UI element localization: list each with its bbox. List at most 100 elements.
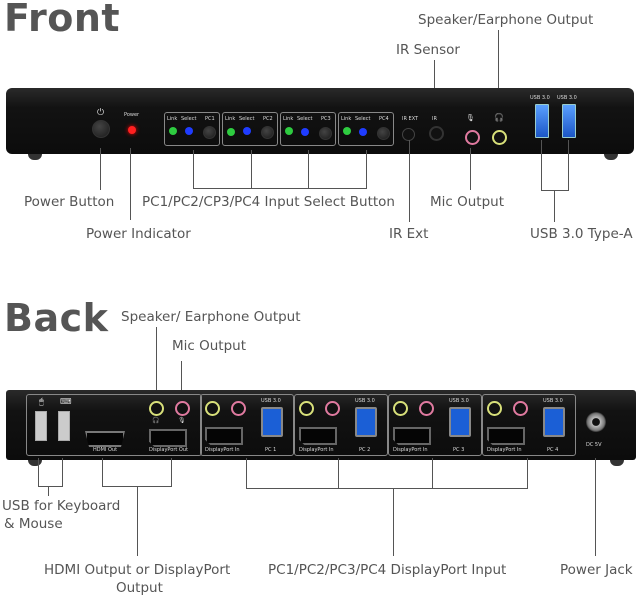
select-led: [301, 128, 309, 136]
select-label: Select: [181, 116, 197, 122]
leader-line: [409, 140, 410, 222]
leader-line: [246, 488, 528, 489]
leader-line: [130, 148, 131, 220]
pc-label: PC1: [205, 116, 215, 122]
pc3-select-button[interactable]: [319, 127, 332, 140]
callout-mic-output-back: Mic Output: [172, 338, 247, 354]
leader-line: [541, 190, 569, 191]
leader-line: [308, 150, 309, 188]
power-jack: [586, 412, 606, 432]
pc2-usb-b-port: [355, 407, 377, 437]
leader-line: [38, 486, 63, 487]
pc3-input-group: USB 3.0 DisplayPort In PC 3: [388, 394, 482, 456]
callout-input-select-button: PC1/PC2/CP3/PC4 Input Select Button: [142, 194, 395, 210]
link-led: [285, 127, 293, 135]
power-button[interactable]: [92, 120, 110, 138]
mic-port: [325, 401, 340, 416]
leader-line: [366, 150, 367, 188]
select-label: Select: [239, 116, 255, 122]
link-led: [227, 128, 235, 136]
leader-line: [434, 60, 435, 100]
callout-usb-keyboard-mouse-1: USB for Keyboard: [2, 498, 121, 514]
mic-port: [419, 401, 434, 416]
usb-label: USB 3.0: [530, 95, 550, 101]
leader-line: [338, 458, 339, 488]
select-label: Select: [297, 116, 313, 122]
pc1-select-button[interactable]: [203, 126, 216, 139]
pc-label: PC2: [263, 116, 273, 122]
mouse-icon: 🖱: [39, 397, 44, 406]
leader-line: [171, 458, 172, 486]
pc4-usb-b-port: [543, 407, 565, 437]
callout-power-indicator: Power Indicator: [86, 226, 191, 242]
usb-3-port-1: [535, 104, 549, 138]
pc-label: PC 3: [453, 447, 465, 453]
headphone-icon: 🎧: [494, 113, 504, 122]
front-device-panel: ⏻ Power Link Select PC1 Link Select PC2 …: [6, 88, 634, 154]
usb-label: USB 3.0: [557, 95, 577, 101]
input-group-pc1: Link Select PC1: [164, 112, 220, 146]
select-led: [185, 127, 193, 135]
pc4-select-button[interactable]: [377, 127, 390, 140]
speaker-port: [393, 401, 408, 416]
pc3-usb-b-port: [449, 407, 471, 437]
power-label: Power: [124, 112, 140, 118]
leader-line: [251, 150, 252, 188]
link-label: Link: [283, 116, 294, 122]
front-title: Front: [4, 0, 121, 40]
mic-icon: 🎙: [466, 114, 475, 122]
callout-ir-ext: IR Ext: [389, 226, 429, 242]
input-group-pc3: Link Select PC3: [280, 112, 336, 146]
pc2-input-group: USB 3.0 DisplayPort In PC 2: [294, 394, 388, 456]
pc-label: PC 4: [547, 447, 559, 453]
speaker-port: [492, 130, 507, 145]
leader-line: [181, 361, 182, 393]
link-label: Link: [225, 116, 236, 122]
displayport-out-label: DisplayPort Out: [149, 447, 188, 453]
pc3-displayport-in: [393, 427, 431, 445]
headphone-icon: 🎧: [152, 417, 160, 424]
leader-line: [554, 190, 555, 222]
usb-label: USB 3.0: [449, 398, 469, 404]
callout-speaker-earphone-back: Speaker/ Earphone Output: [121, 309, 301, 325]
power-symbol-icon: ⏻: [97, 108, 105, 118]
ir-sensor: [429, 126, 444, 141]
speaker-port: [487, 401, 502, 416]
leader-line: [393, 488, 394, 556]
link-label: Link: [167, 116, 178, 122]
link-led: [343, 127, 351, 135]
dp-in-label: DisplayPort In: [487, 447, 522, 453]
usb-label: USB 3.0: [543, 398, 563, 404]
link-label: Link: [341, 116, 352, 122]
callout-usb-keyboard-mouse-2: & Mouse: [4, 516, 63, 532]
leader-line: [193, 150, 194, 188]
callout-speaker-earphone-front: Speaker/Earphone Output: [418, 12, 594, 28]
ir-ext-label: IR EXT: [402, 116, 419, 122]
leader-line: [470, 148, 471, 190]
callout-usb3-type-a: USB 3.0 Type-A: [530, 226, 633, 242]
leader-line: [432, 458, 433, 488]
mic-port: [465, 130, 480, 145]
leader-line: [62, 458, 63, 486]
callout-displayport-input: PC1/PC2/PC3/PC4 DisplayPort Input: [268, 562, 507, 578]
pc-label: PC3: [321, 116, 331, 122]
leader-line: [193, 188, 367, 189]
mic-port: [513, 401, 528, 416]
hdmi-out-label: HDMI Out: [93, 447, 118, 453]
dp-in-label: DisplayPort In: [299, 447, 334, 453]
back-title: Back: [4, 296, 109, 340]
callout-ir-sensor: IR Sensor: [396, 42, 460, 58]
leader-line: [246, 458, 247, 488]
pc4-input-group: USB 3.0 DisplayPort In PC 4: [482, 394, 576, 456]
pc2-displayport-in: [299, 427, 337, 445]
back-device-panel: 🖱 ⌨ HDMI Out 🎧 🎙 DisplayPort Out USB 3.0…: [6, 390, 636, 460]
input-group-pc2: Link Select PC2: [222, 112, 278, 146]
leader-line: [48, 486, 49, 496]
pc1-input-group: USB 3.0 DisplayPort In PC 1: [200, 394, 294, 456]
leader-line: [156, 327, 157, 393]
usb-label: USB 3.0: [355, 398, 375, 404]
pc2-select-button[interactable]: [261, 126, 274, 139]
leader-line: [498, 30, 499, 100]
pc-label: PC4: [379, 116, 389, 122]
leader-line: [100, 148, 101, 190]
